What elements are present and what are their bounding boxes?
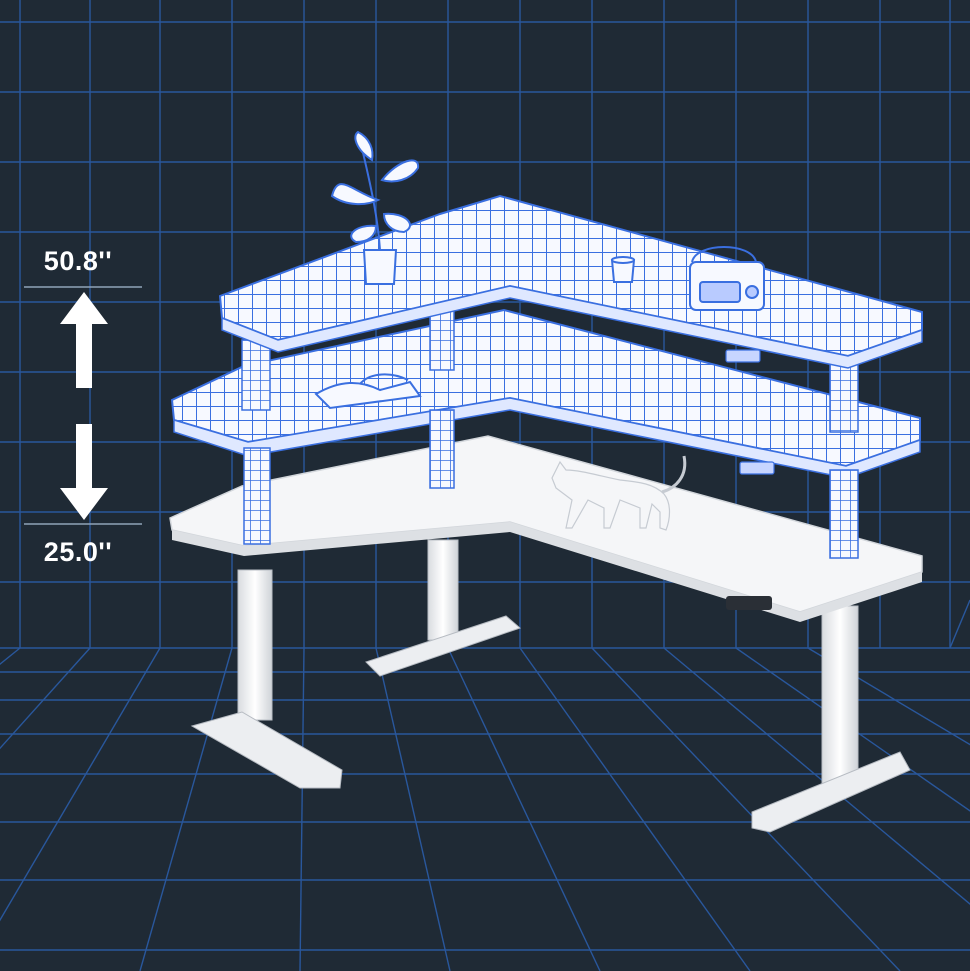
cat-icon [551, 455, 687, 531]
lower-shelf [170, 308, 921, 559]
upper-shelf [218, 194, 923, 433]
book-icon [314, 373, 422, 410]
desk-legs [190, 539, 911, 833]
desk-controller [726, 596, 772, 610]
arrow-up-icon [60, 292, 108, 388]
mug-icon [610, 256, 636, 283]
desk-top [169, 435, 923, 622]
radio-icon [689, 246, 765, 311]
arrow-down-icon [60, 424, 108, 520]
height-indicator [24, 286, 142, 525]
min-height-label: 25.0'' [43, 537, 113, 567]
max-height-label: 50.8'' [43, 246, 113, 276]
plant-icon [330, 130, 420, 285]
